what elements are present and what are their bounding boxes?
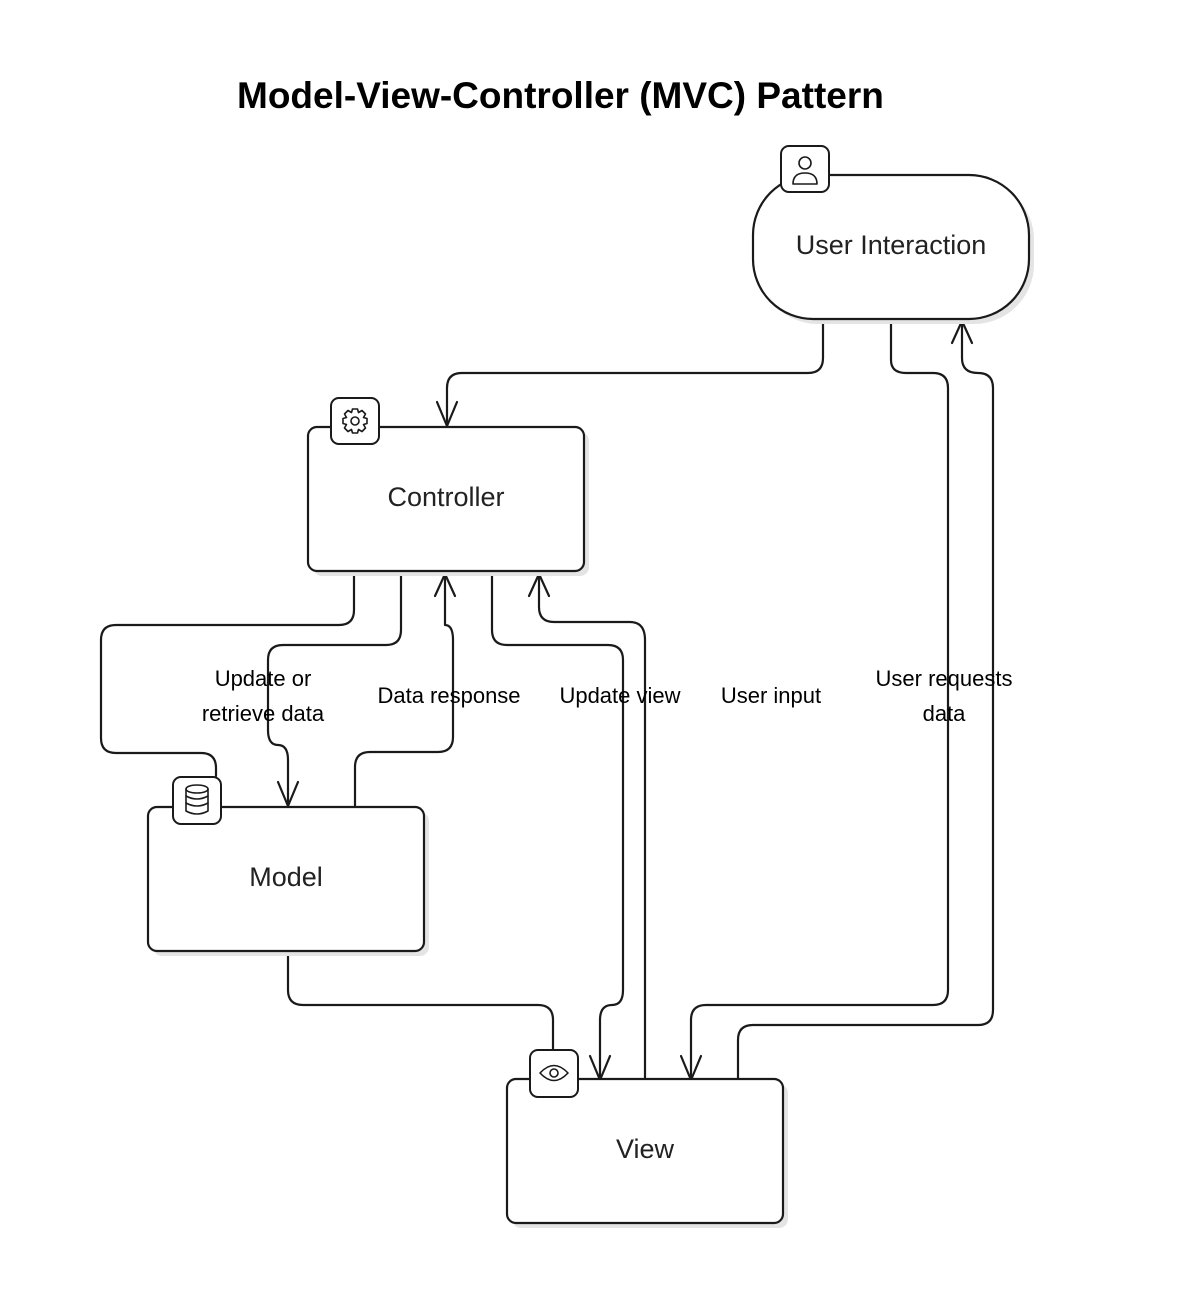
node-controller: Controller: [306, 425, 589, 576]
node-view: View: [505, 1077, 788, 1228]
edge-update-view: [490, 570, 625, 1082]
database-icon: [172, 776, 222, 825]
edge-controller-to-model-loop: [99, 570, 356, 778]
node-user-interaction: User Interaction: [751, 173, 1034, 324]
edges: [99, 319, 995, 1082]
diagram-title: Model-View-Controller (MVC) Pattern: [237, 75, 884, 116]
gear-icon: [330, 397, 380, 445]
edge-view-to-user: [736, 319, 995, 1080]
edge-user-requests-data: [689, 321, 950, 1082]
eye-icon: [529, 1049, 579, 1098]
user-interaction-label: User Interaction: [796, 230, 987, 260]
label-update-view: Update view: [559, 683, 680, 708]
label-user-requests-line2: data: [923, 701, 967, 726]
model-label: Model: [249, 862, 323, 892]
label-user-input: User input: [721, 683, 821, 708]
user-icon: [780, 145, 830, 193]
node-model: Model: [146, 805, 429, 956]
edge-model-to-view: [286, 950, 555, 1052]
controller-label: Controller: [387, 482, 504, 512]
view-label: View: [616, 1134, 675, 1164]
label-data-response: Data response: [377, 683, 520, 708]
edge-update-or-retrieve: [266, 570, 403, 808]
label-user-requests-line1: User requests: [876, 666, 1013, 691]
edge-labels: Update or retrieve data Data response Up…: [202, 666, 1013, 726]
edge-user-to-controller: [445, 321, 825, 428]
label-update-or-retrieve-line1: Update or: [215, 666, 312, 691]
edge-user-input: [537, 572, 647, 1080]
label-update-or-retrieve-line2: retrieve data: [202, 701, 325, 726]
edge-data-response: [353, 572, 455, 808]
